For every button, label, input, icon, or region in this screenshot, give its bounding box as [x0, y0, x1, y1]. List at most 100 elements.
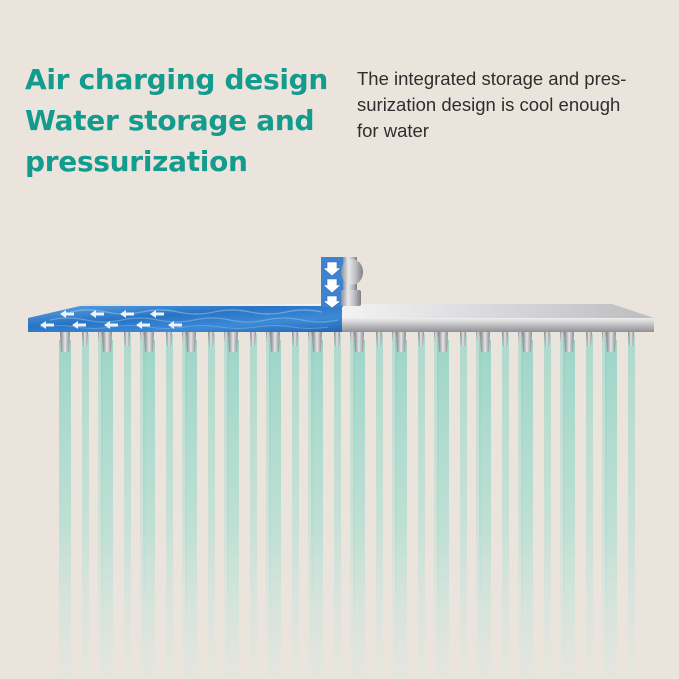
nozzle	[586, 332, 592, 346]
water-stream	[224, 334, 229, 679]
nozzle	[392, 332, 396, 342]
headline-line-2: Water storage and	[25, 104, 315, 137]
water-stream	[476, 334, 481, 679]
nozzle	[376, 332, 382, 346]
water-stream	[395, 340, 407, 679]
flow-arrow	[40, 321, 54, 329]
headline-line-1: Air charging design	[25, 63, 328, 96]
nozzle	[350, 332, 354, 342]
water-stream	[518, 334, 523, 679]
flow-arrow	[168, 321, 182, 329]
water-stream	[227, 340, 239, 679]
nozzle	[460, 332, 466, 346]
water-stream	[250, 334, 257, 679]
description-line-2: surization design is cool enough	[357, 94, 621, 115]
nozzle	[60, 332, 70, 352]
nozzle	[502, 332, 508, 346]
nozzle	[354, 332, 364, 352]
nozzle	[438, 332, 448, 352]
water-ripples	[39, 309, 339, 329]
description-line-3: for water	[357, 120, 429, 141]
water-stream	[563, 340, 575, 679]
nozzle	[124, 332, 130, 346]
nozzle	[560, 332, 564, 342]
water-stream	[124, 334, 131, 679]
water-stream	[311, 340, 323, 679]
water-stream	[185, 340, 197, 679]
flow-arrow	[136, 321, 150, 329]
headline-line-3: pressurization	[25, 145, 248, 178]
water-stream	[350, 334, 355, 679]
water-stream	[82, 334, 89, 679]
flow-arrow	[104, 321, 118, 329]
water-stream	[143, 340, 155, 679]
nozzle	[102, 332, 112, 352]
water-stream	[98, 334, 103, 679]
water-stream	[208, 334, 215, 679]
nozzle-row	[60, 332, 634, 352]
feature-description: The integrated storage and pres- surizat…	[357, 66, 657, 144]
nozzle	[396, 332, 406, 352]
nozzle	[270, 332, 280, 352]
nozzle	[224, 332, 228, 342]
nozzle	[480, 332, 490, 352]
nozzle	[312, 332, 322, 352]
water-stream	[266, 334, 271, 679]
nozzle	[228, 332, 238, 352]
water-stream	[182, 334, 187, 679]
nozzle	[98, 332, 102, 342]
nozzle	[250, 332, 256, 346]
nozzle	[476, 332, 480, 342]
water-stream	[560, 334, 565, 679]
description-line-1: The integrated storage and pres-	[357, 68, 627, 89]
water-stream	[392, 334, 397, 679]
water-stream	[521, 340, 533, 679]
nozzle	[606, 332, 616, 352]
water-stream	[418, 334, 425, 679]
nozzle	[628, 332, 634, 346]
water-stream	[166, 334, 173, 679]
pipe-collar	[341, 290, 361, 306]
flow-arrow	[120, 310, 134, 318]
flow-arrow	[60, 310, 74, 318]
flow-arrow	[90, 310, 104, 318]
arrow-down-icon	[322, 261, 342, 309]
water-stream	[460, 334, 467, 679]
nozzle	[186, 332, 196, 352]
nozzle	[434, 332, 438, 342]
water-stream	[334, 334, 341, 679]
water-stream	[586, 334, 593, 679]
nozzle	[544, 332, 550, 346]
nozzle	[418, 332, 424, 346]
nozzle	[602, 332, 606, 342]
nozzle	[564, 332, 574, 352]
nozzle	[140, 332, 144, 342]
water-stream	[479, 340, 491, 679]
water-stream	[292, 334, 299, 679]
water-stream	[376, 334, 383, 679]
water-stream	[308, 334, 313, 679]
nozzle	[166, 332, 172, 346]
nozzle	[334, 332, 340, 346]
nozzle	[292, 332, 298, 346]
water-stream	[437, 340, 449, 679]
nozzle	[144, 332, 154, 352]
water-stream	[353, 340, 365, 679]
nozzle	[518, 332, 522, 342]
water-stream	[605, 340, 617, 679]
water-stream	[140, 334, 145, 679]
nozzle	[308, 332, 312, 342]
ball-joint	[341, 259, 363, 285]
water-stream	[502, 334, 509, 679]
nozzle	[182, 332, 186, 342]
water-stream	[269, 340, 281, 679]
nozzle	[208, 332, 214, 346]
water-stream	[602, 334, 607, 679]
water-streams	[59, 334, 635, 679]
water-stream	[101, 340, 113, 679]
arrow-left-icon	[40, 310, 182, 329]
nozzle	[82, 332, 88, 346]
flow-arrow	[72, 321, 86, 329]
flow-arrow	[150, 310, 164, 318]
